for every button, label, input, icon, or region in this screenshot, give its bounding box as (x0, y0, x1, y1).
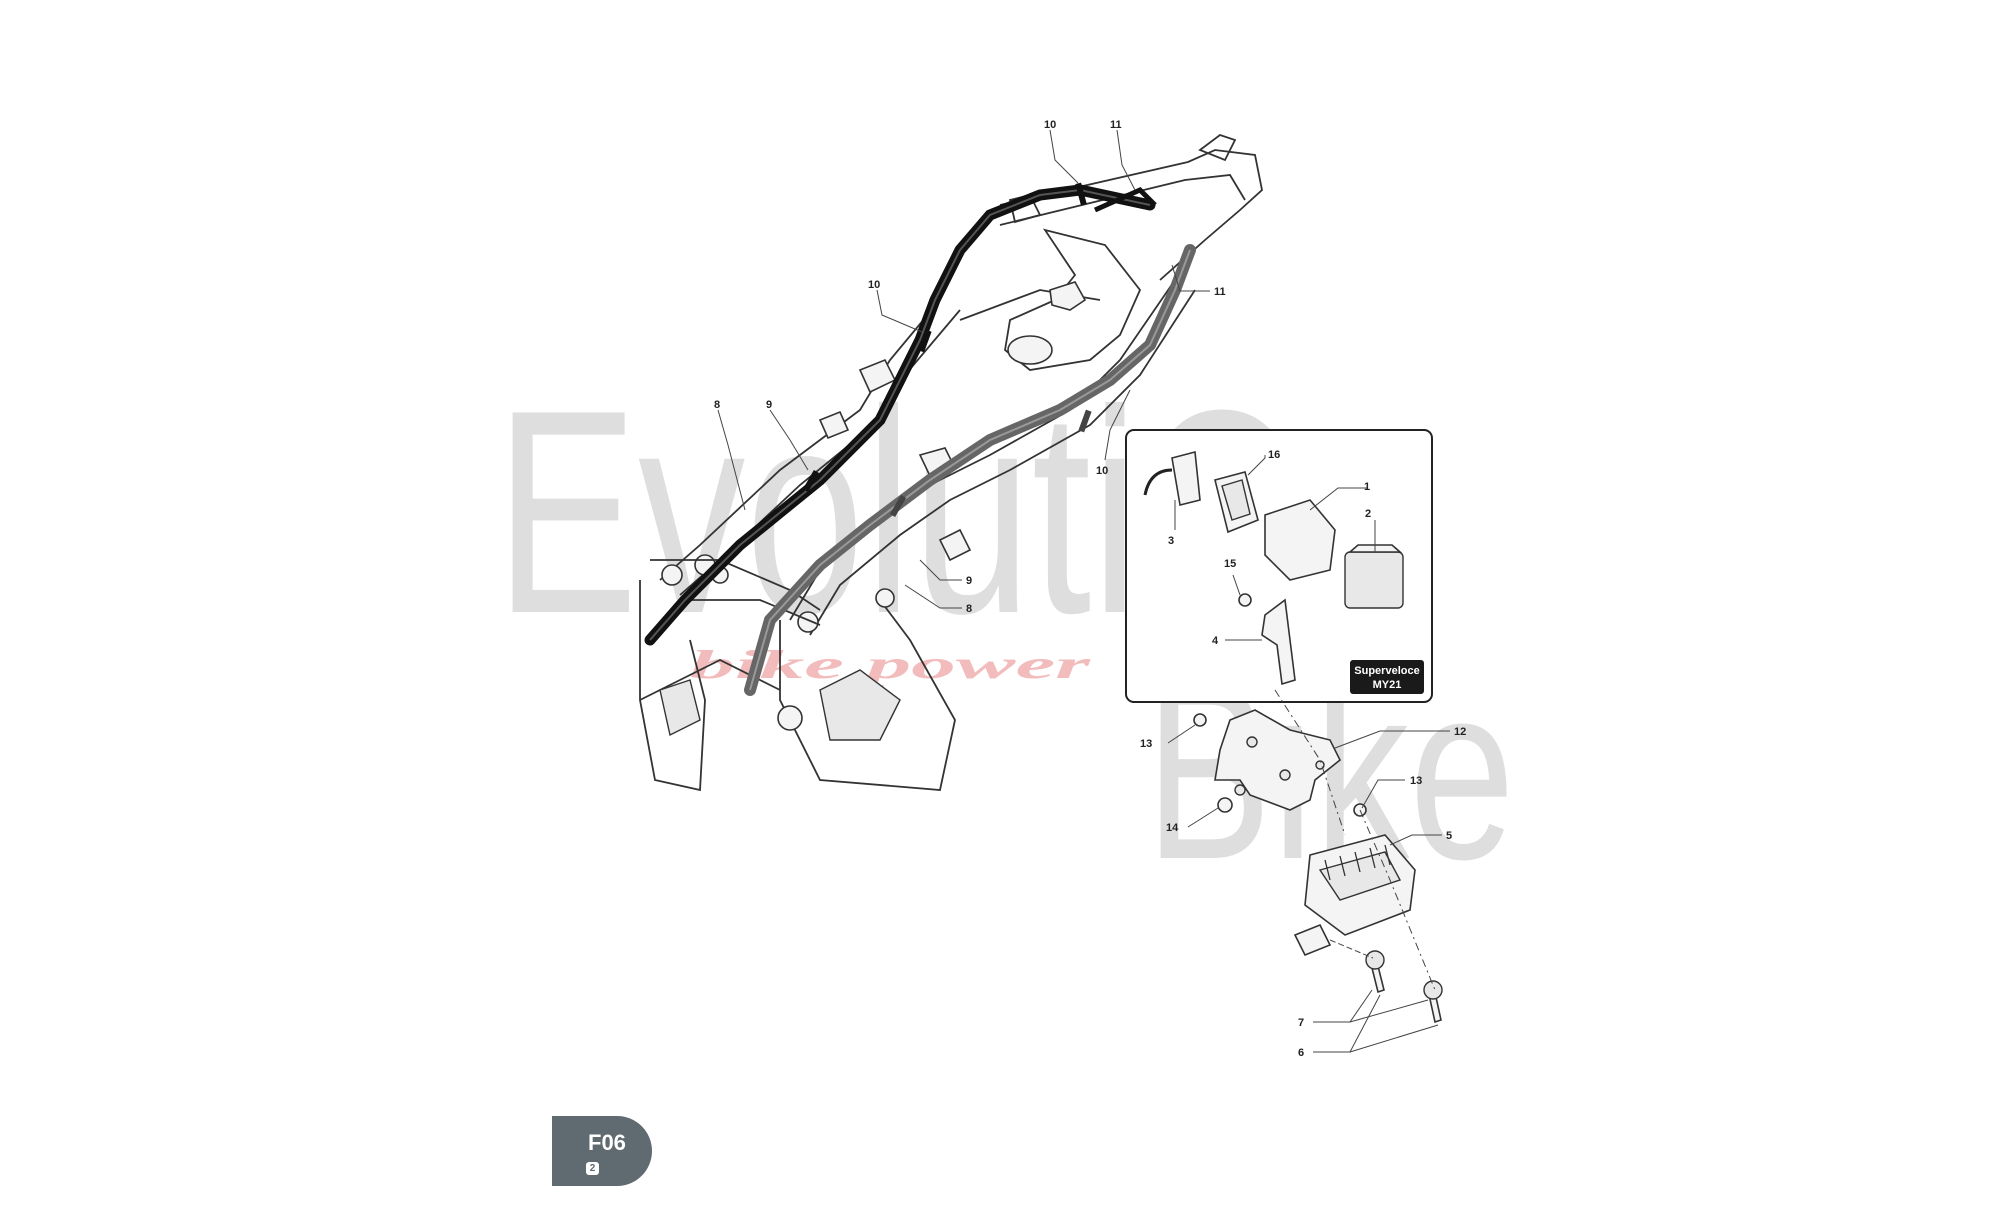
callout-7: 7 (1298, 1017, 1304, 1029)
page-number: 2 (586, 1162, 599, 1175)
callout-11-top: 11 (1110, 119, 1122, 131)
callout-16: 16 (1268, 449, 1280, 461)
callout-12: 12 (1454, 726, 1466, 738)
callout-10-mid: 10 (868, 279, 880, 291)
callout-9-left: 9 (766, 399, 772, 411)
callout-10-low: 10 (1096, 465, 1108, 477)
wiring-harness (644, 182, 1196, 696)
inset-badge-line2: MY21 (1373, 679, 1402, 691)
callout-8-left: 8 (714, 399, 720, 411)
callout-2: 2 (1365, 508, 1371, 520)
callout-labels: 10 11 10 11 8 9 10 9 8 16 1 2 3 15 4 12 … (714, 119, 1466, 1059)
page-code: F06 (588, 1130, 626, 1155)
callout-14: 14 (1166, 822, 1179, 834)
page-badge: F06 2 (552, 1116, 652, 1186)
callout-13-right: 13 (1410, 775, 1422, 787)
callout-10-top: 10 (1044, 119, 1056, 131)
callout-5: 5 (1446, 830, 1452, 842)
callout-3: 3 (1168, 535, 1174, 547)
callout-15: 15 (1224, 558, 1236, 570)
callout-6: 6 (1298, 1047, 1304, 1059)
callout-8-right: 8 (966, 603, 972, 615)
callout-9-right: 9 (966, 575, 972, 587)
callout-11-right: 11 (1214, 286, 1226, 298)
inset-badge-line1: Superveloce (1354, 665, 1419, 677)
inset-panel: Superveloce MY21 (1125, 429, 1433, 703)
callout-1: 1 (1364, 481, 1370, 493)
callout-leaders (717, 129, 1450, 1053)
callout-13-left: 13 (1140, 738, 1152, 750)
rear-subframe (639, 133, 1263, 792)
callout-4: 4 (1212, 635, 1219, 647)
regulator-assembly (1193, 689, 1443, 1024)
